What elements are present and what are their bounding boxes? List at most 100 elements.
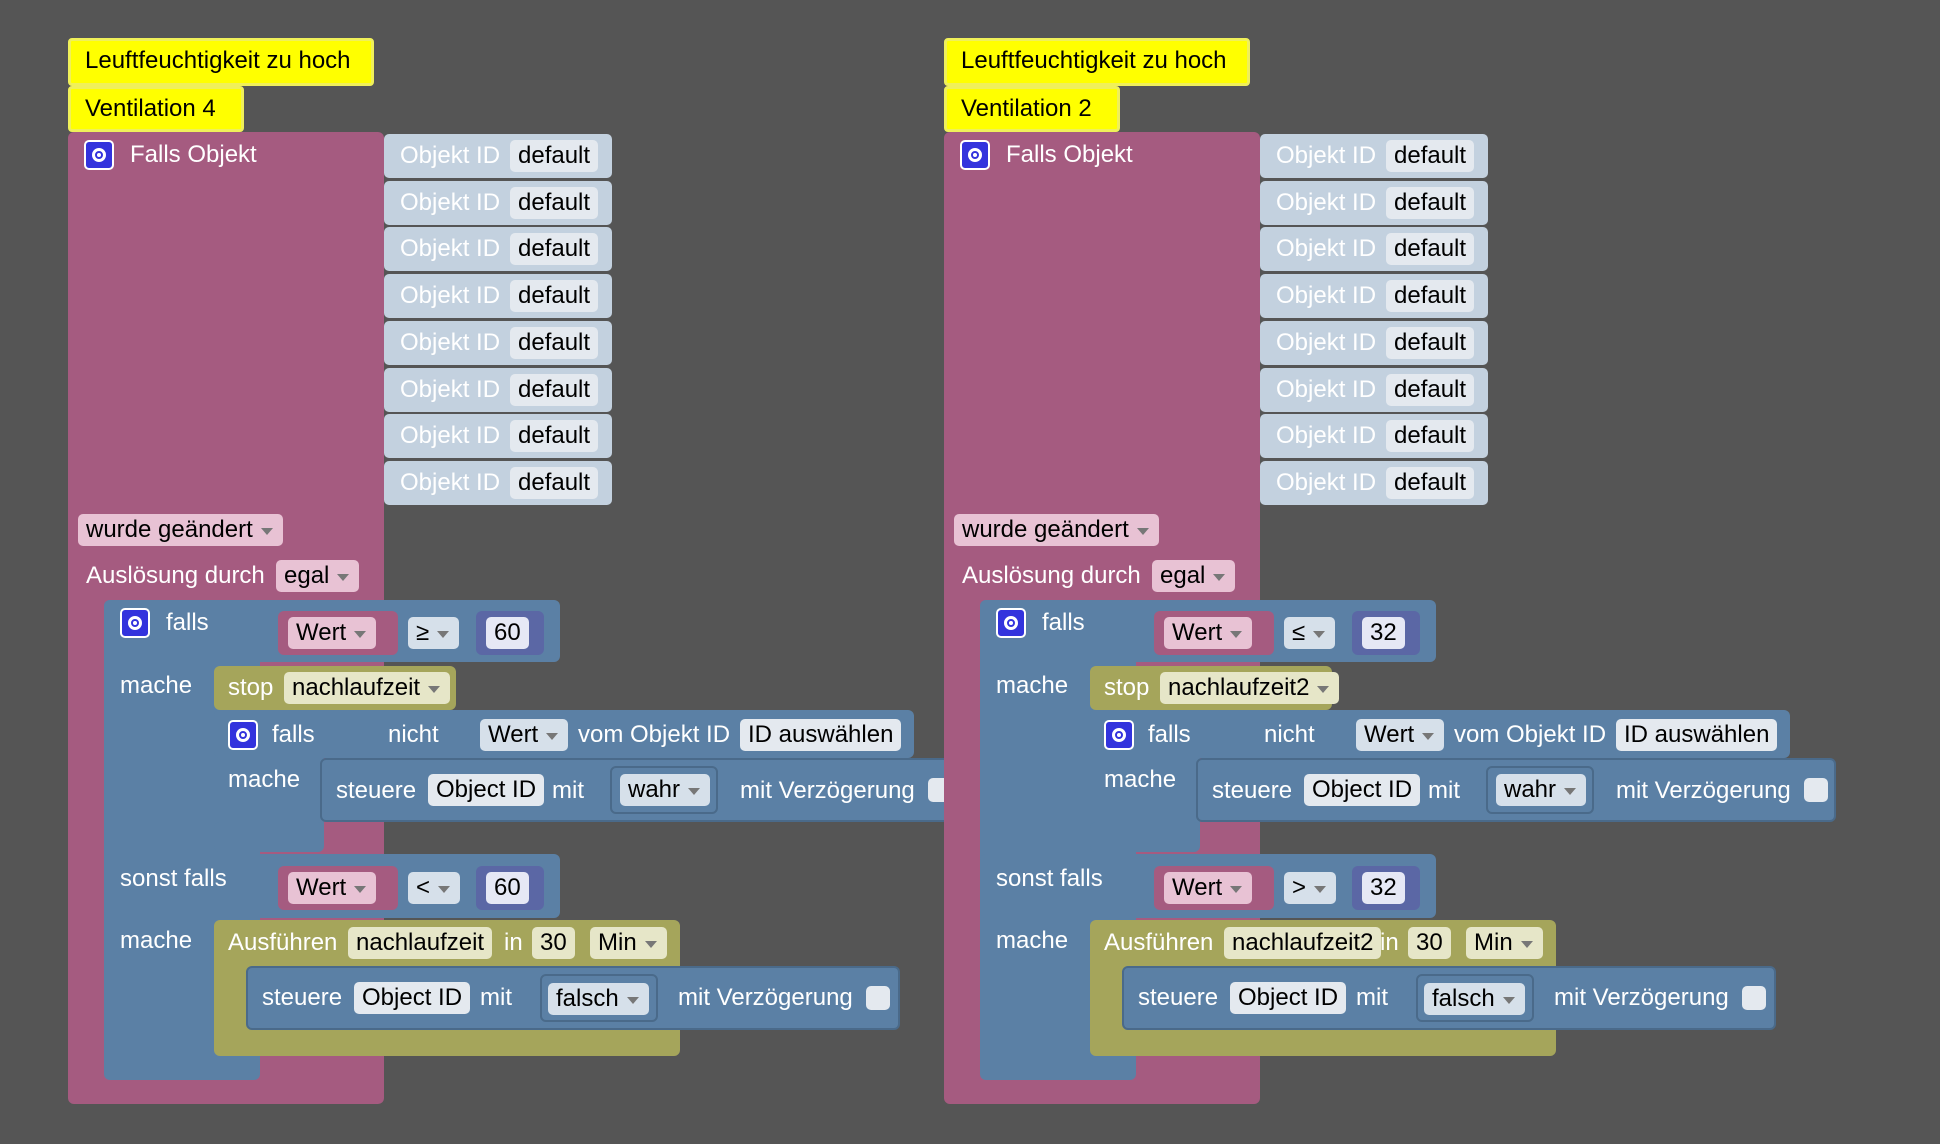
- object-id-block[interactable]: Objekt ID default: [384, 367, 612, 412]
- object-id-label: Objekt ID: [400, 142, 501, 169]
- value-dropdown[interactable]: Wert: [480, 719, 569, 751]
- object-id-value[interactable]: default: [1386, 373, 1475, 406]
- number-block[interactable]: 32: [1352, 611, 1420, 655]
- object-id-value[interactable]: default: [510, 373, 599, 406]
- object-id-block[interactable]: Objekt ID default: [384, 274, 612, 319]
- object-id-value[interactable]: default: [510, 466, 599, 499]
- operator-dropdown[interactable]: >: [1284, 872, 1337, 904]
- value-dropdown[interactable]: Wert: [1164, 617, 1253, 649]
- timer-name-field[interactable]: nachlaufzeit: [348, 927, 493, 959]
- object-id-field[interactable]: Object ID: [354, 982, 471, 1014]
- operator-dropdown[interactable]: <: [408, 872, 461, 904]
- object-id-block[interactable]: Objekt ID default: [384, 414, 612, 459]
- gear-icon[interactable]: [84, 140, 114, 170]
- script-ventilation-2: Leuftfeuchtigkeit zu hoch Ventilation 2 …: [876, 0, 1836, 1144]
- object-id-value[interactable]: default: [510, 233, 599, 266]
- trigger-by-dropdown[interactable]: egal: [276, 560, 360, 592]
- delay-label: mit Verzögerung: [1616, 777, 1791, 804]
- state-dropdown[interactable]: falsch: [548, 983, 649, 1015]
- not-label: nicht: [388, 721, 439, 748]
- trigger-by-dropdown[interactable]: egal: [1152, 560, 1236, 592]
- state-dropdown[interactable]: wahr: [620, 774, 711, 806]
- operator-dropdown[interactable]: ≥: [408, 617, 460, 649]
- object-id-label: Objekt ID: [400, 422, 501, 450]
- control-label: steuere: [1138, 984, 1219, 1011]
- object-id-field[interactable]: Object ID: [1230, 982, 1347, 1014]
- id-select-field[interactable]: ID auswählen: [740, 719, 902, 751]
- object-id-value[interactable]: default: [510, 420, 599, 453]
- state-dropdown[interactable]: falsch: [1424, 983, 1525, 1015]
- duration-field[interactable]: 30: [1408, 927, 1451, 959]
- inner-if-label: falls: [1148, 721, 1191, 748]
- comment-title[interactable]: Leuftfeuchtigkeit zu hoch: [68, 38, 374, 86]
- stop-timer-dropdown[interactable]: nachlaufzeit: [284, 672, 451, 704]
- comment-subtitle[interactable]: Ventilation 2: [944, 86, 1120, 132]
- gear-icon[interactable]: [960, 140, 990, 170]
- delay-checkbox[interactable]: [1804, 778, 1828, 802]
- object-id-value[interactable]: default: [1386, 186, 1475, 219]
- object-id-value[interactable]: default: [1386, 233, 1475, 266]
- change-mode-dropdown[interactable]: wurde geändert: [954, 514, 1159, 546]
- object-id-value[interactable]: default: [1386, 280, 1475, 313]
- number-block[interactable]: 60: [476, 611, 544, 655]
- object-id-value[interactable]: default: [510, 140, 599, 172]
- unit-dropdown[interactable]: Min: [590, 927, 667, 959]
- gear-icon[interactable]: [120, 608, 150, 638]
- change-mode-dropdown[interactable]: wurde geändert: [78, 514, 283, 546]
- object-id-value[interactable]: default: [510, 186, 599, 219]
- gear-icon[interactable]: [996, 608, 1026, 638]
- gear-icon[interactable]: [228, 720, 258, 750]
- object-id-field[interactable]: Object ID: [1304, 774, 1421, 806]
- number-field[interactable]: 32: [1362, 872, 1405, 904]
- timer-name-field[interactable]: nachlaufzeit2: [1224, 927, 1382, 959]
- number-field[interactable]: 60: [486, 872, 529, 904]
- value-block[interactable]: Wert: [1154, 611, 1274, 655]
- value-dropdown[interactable]: Wert: [288, 872, 377, 904]
- object-id-label: Objekt ID: [400, 375, 501, 403]
- number-block[interactable]: 60: [476, 866, 544, 910]
- number-block[interactable]: 32: [1352, 866, 1420, 910]
- object-id-value[interactable]: default: [510, 280, 599, 313]
- trigger-label: Falls Objekt: [130, 141, 257, 168]
- number-field[interactable]: 32: [1362, 617, 1405, 649]
- object-id-value[interactable]: default: [1386, 466, 1475, 499]
- number-field[interactable]: 60: [486, 617, 529, 649]
- value-block[interactable]: Wert: [278, 611, 398, 655]
- object-id-value[interactable]: default: [1386, 420, 1475, 453]
- object-id-value[interactable]: default: [510, 326, 599, 359]
- object-id-value[interactable]: default: [1386, 326, 1475, 359]
- object-id-value[interactable]: default: [1386, 140, 1475, 172]
- comment-title[interactable]: Leuftfeuchtigkeit zu hoch: [944, 38, 1250, 86]
- delay-checkbox[interactable]: [866, 986, 890, 1010]
- stop-timer-dropdown[interactable]: nachlaufzeit2: [1160, 672, 1340, 704]
- unit-dropdown[interactable]: Min: [1466, 927, 1543, 959]
- duration-field[interactable]: 30: [532, 927, 575, 959]
- object-id-block[interactable]: Objekt ID default: [384, 134, 612, 178]
- value-dropdown[interactable]: Wert: [1356, 719, 1445, 751]
- event-block-bottom: [944, 1086, 1260, 1104]
- delay-checkbox[interactable]: [1742, 986, 1766, 1010]
- comment-subtitle[interactable]: Ventilation 4: [68, 86, 244, 132]
- gear-icon[interactable]: [1104, 720, 1134, 750]
- object-id-field[interactable]: Object ID: [428, 774, 545, 806]
- state-dropdown[interactable]: wahr: [1496, 774, 1587, 806]
- operator-dropdown[interactable]: ≤: [1284, 617, 1336, 649]
- object-id-label: Objekt ID: [400, 282, 501, 310]
- value-dropdown[interactable]: Wert: [1164, 872, 1253, 904]
- value-dropdown[interactable]: Wert: [288, 617, 377, 649]
- id-select-field[interactable]: ID auswählen: [1616, 719, 1778, 751]
- value-block[interactable]: Wert: [278, 866, 398, 910]
- value-block[interactable]: Wert: [1154, 866, 1274, 910]
